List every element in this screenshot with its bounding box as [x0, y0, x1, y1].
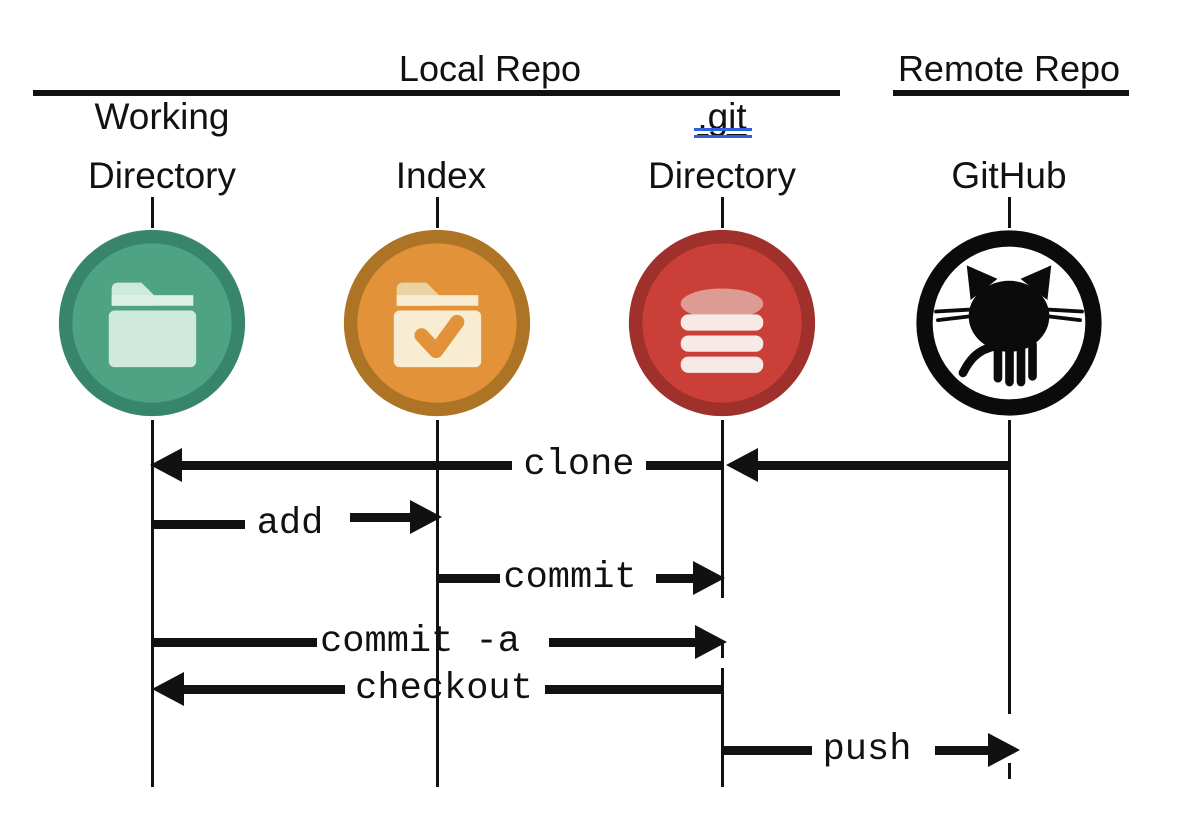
push-line-left — [722, 746, 812, 755]
column-label-working-directory: Directory — [87, 155, 237, 196]
octocat-icon — [934, 265, 1084, 387]
commit-a-line-left — [152, 638, 317, 647]
add-arrowhead-at-index — [410, 500, 442, 534]
commit-line-left — [437, 574, 500, 583]
local-repo-title: Local Repo — [398, 48, 582, 89]
clone-line-middle — [646, 461, 722, 470]
column-label-working: Working — [94, 96, 230, 137]
commit-a-label: commit -a — [320, 621, 520, 663]
folder-icon — [108, 282, 197, 368]
remote-repo-underline — [893, 90, 1129, 96]
push-line-right — [935, 746, 990, 755]
database-icon — [680, 288, 764, 373]
checkout-line-right — [545, 685, 722, 694]
local-repo-underline — [33, 90, 840, 96]
github-icon — [916, 230, 1102, 416]
commit-a-arrowhead-at-git — [695, 625, 727, 659]
column-label-git-directory: Directory — [647, 155, 797, 196]
add-line-left — [152, 520, 245, 529]
add-line-right — [350, 513, 412, 522]
lifeline-stub-index — [436, 197, 439, 228]
checkout-arrowhead-at-working — [152, 672, 184, 706]
index-icon — [343, 229, 531, 417]
commit-a-line-right — [549, 638, 697, 647]
column-label-index: Index — [395, 155, 487, 196]
clone-arrowhead-at-working — [150, 448, 182, 482]
clone-line-right — [756, 461, 1010, 470]
git-directory-icon — [628, 229, 816, 417]
clone-arrowhead-at-git — [726, 448, 758, 482]
clone-line-left — [180, 461, 512, 470]
push-label: push — [822, 729, 912, 771]
lifeline-git-upper — [721, 420, 724, 584]
folder-check-icon — [393, 282, 482, 368]
remote-repo-title: Remote Repo — [897, 48, 1121, 89]
lifeline-stub-git — [721, 197, 724, 228]
commit-label: commit — [503, 557, 637, 599]
lifeline-index — [436, 420, 439, 787]
add-label: add — [256, 503, 324, 545]
push-arrowhead-at-github — [988, 733, 1020, 767]
git-label-blue-double-underline — [694, 128, 752, 138]
commit-arrowhead-at-git — [693, 561, 725, 595]
lifeline-git-lower — [721, 668, 724, 787]
lifeline-working — [151, 420, 154, 787]
checkout-label: checkout — [355, 668, 533, 710]
clone-label: clone — [523, 444, 635, 486]
column-label-github: GitHub — [951, 155, 1067, 196]
lifeline-stub-github — [1008, 197, 1011, 228]
working-directory-icon — [58, 229, 246, 417]
lifeline-stub-working — [151, 197, 154, 228]
checkout-line-left — [182, 685, 345, 694]
commit-line-right — [656, 574, 695, 583]
lifeline-github-upper — [1008, 420, 1011, 698]
